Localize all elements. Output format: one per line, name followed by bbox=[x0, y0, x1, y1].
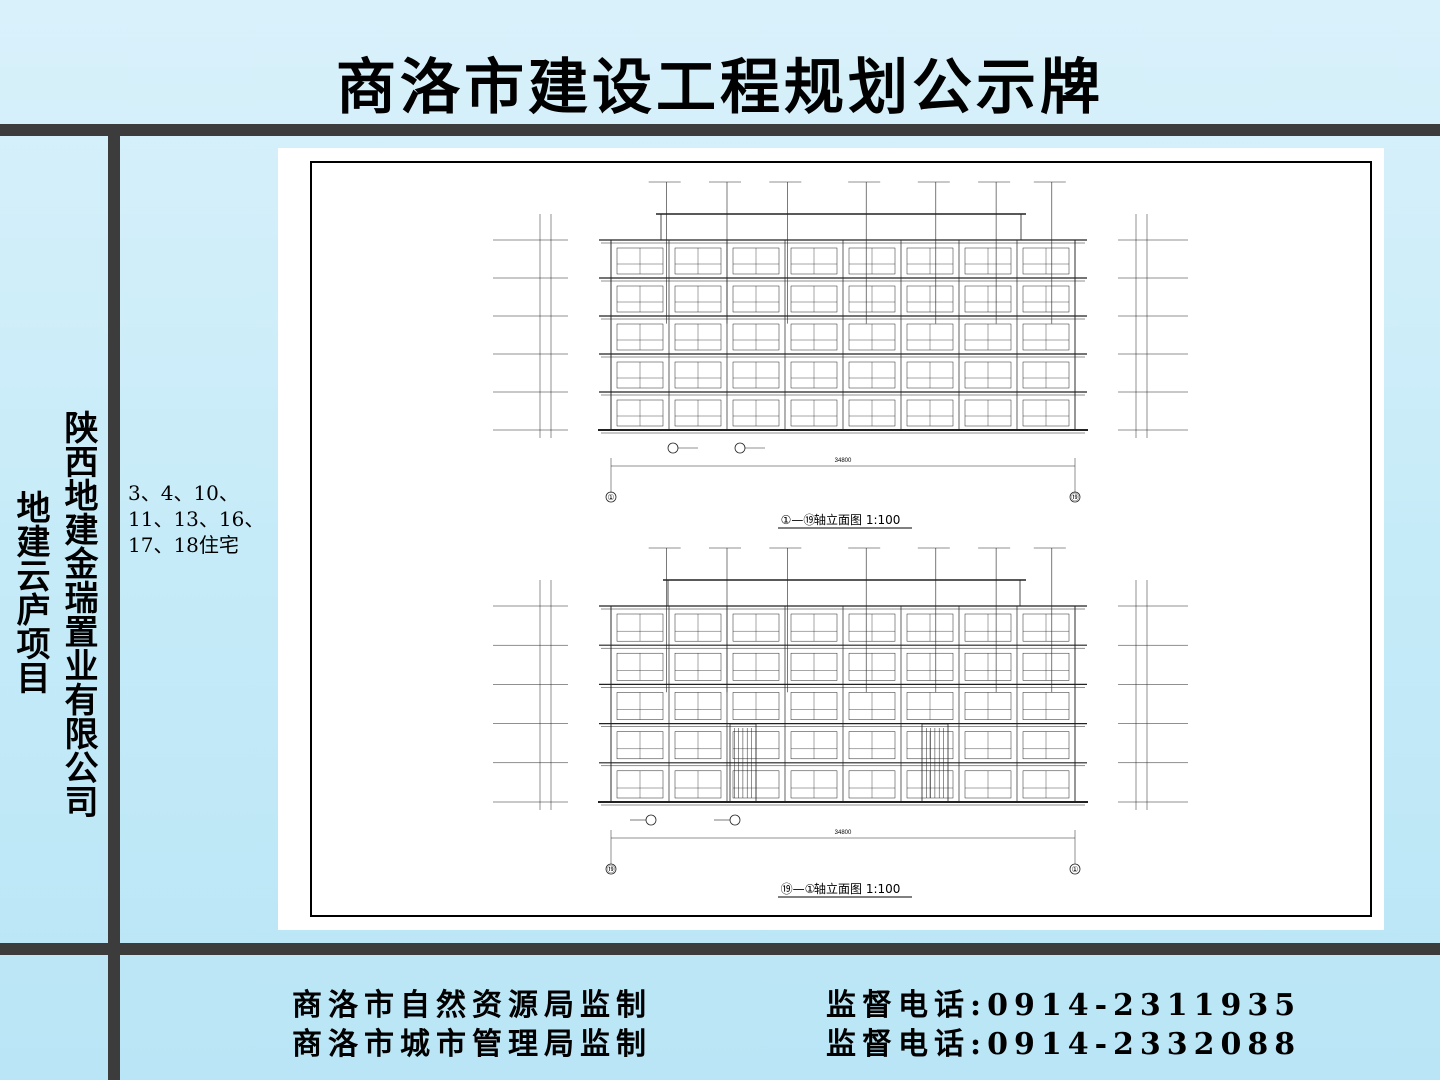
footer-phone-2: 监督电话:0914-2332088 bbox=[826, 1027, 1302, 1062]
footer-phone-1: 监督电话:0914-2311935 bbox=[826, 988, 1302, 1023]
annotation-leaders bbox=[648, 181, 1066, 324]
axis-bubble-left bbox=[605, 491, 617, 503]
building-list-line: 11、13、16、 bbox=[128, 507, 265, 531]
facade-columns bbox=[610, 240, 1076, 430]
elevation-drawing: 34800 ① ⑲ ①—⑲ 轴立面图 1:100 bbox=[278, 148, 1384, 930]
axis-label-left: ⑲ bbox=[607, 865, 615, 874]
frame-bottom-bar bbox=[0, 943, 1440, 955]
detail-marker bbox=[729, 814, 741, 826]
elevation-bottom-caption: 轴立面图 1:100 bbox=[814, 881, 900, 896]
entrance-door-grille bbox=[734, 728, 944, 798]
building-list: 3、4、10、 11、13、16、 17、18住宅 bbox=[128, 480, 268, 558]
building-list-line: 3、4、10、 bbox=[128, 481, 239, 505]
company-name: 陕西地建金瑞置业有限公司 bbox=[58, 410, 98, 818]
level-dimensions bbox=[493, 580, 1188, 810]
page-title: 商洛市建设工程规划公示牌 bbox=[336, 53, 1104, 123]
detail-marker bbox=[667, 442, 679, 454]
elevation-top-caption-axis: ①—⑲ bbox=[781, 513, 816, 527]
drawing-border bbox=[310, 161, 1372, 917]
elevation-top-caption: 轴立面图 1:100 bbox=[814, 512, 900, 527]
frame-left-bar bbox=[108, 136, 120, 1080]
facade-windows bbox=[616, 247, 1070, 427]
axis-bubble-right bbox=[1069, 491, 1081, 503]
detail-marker bbox=[645, 814, 657, 826]
axis-label-left: ① bbox=[607, 493, 614, 502]
axis-label-right: ① bbox=[1071, 865, 1078, 874]
footer-authority-2: 商洛市城市管理局监制 bbox=[292, 1027, 652, 1062]
axis-bubble-left bbox=[605, 863, 617, 875]
elevation-bottom bbox=[493, 547, 1188, 875]
frame-top-bar bbox=[0, 124, 1440, 136]
detail-marker bbox=[734, 442, 746, 454]
width-dimension-label: 34800 bbox=[835, 830, 852, 836]
roof-parapet bbox=[660, 213, 1022, 241]
footer-authority-1: 商洛市自然资源局监制 bbox=[292, 988, 652, 1023]
facade-columns bbox=[610, 606, 1076, 802]
elevation-bottom-caption-axis: ⑲—① bbox=[781, 882, 816, 896]
elevation-top bbox=[493, 181, 1188, 503]
axis-label-right: ⑲ bbox=[1071, 493, 1079, 502]
annotation-leaders bbox=[648, 547, 1066, 693]
level-dimensions bbox=[493, 214, 1188, 438]
width-dimension-label: 34800 bbox=[835, 458, 852, 464]
axis-bubble-right bbox=[1069, 863, 1081, 875]
building-list-line: 17、18住宅 bbox=[128, 533, 239, 557]
project-name: 地建云庐项目 bbox=[10, 490, 50, 694]
roof-parapet bbox=[667, 579, 1021, 607]
elevation-drawing-canvas: 34800 ① ⑲ ①—⑲ 轴立面图 1:100 bbox=[310, 161, 1372, 917]
